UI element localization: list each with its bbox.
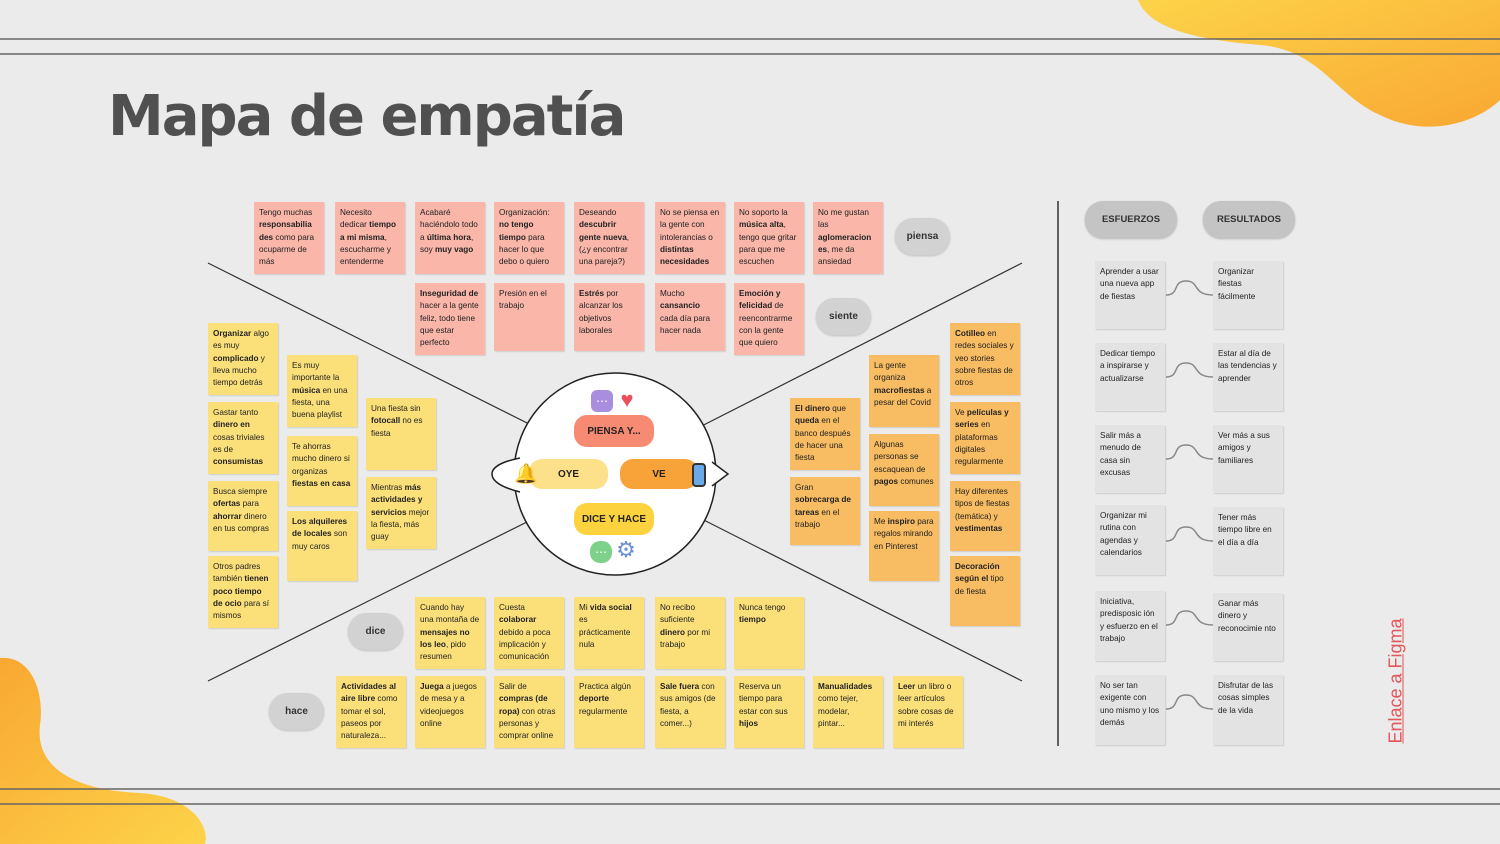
phone-icon (692, 463, 706, 487)
hace-notes-sticky-note: Sale fuera con sus amigos (de fiesta, a … (655, 676, 725, 748)
siente-notes-sticky-note: Presión en el trabajo (494, 283, 564, 351)
hace-notes-sticky-note: Leer un libro o leer artículos sobre cos… (893, 676, 963, 748)
hace-notes-sticky-note: Actividades al aire libre como tomar el … (336, 676, 406, 748)
hace-notes-sticky-note: Manualidades como tejer, modelar, pintar… (813, 676, 883, 748)
center-oye-label: OYE (529, 459, 608, 489)
heart-icon: ♥ (620, 387, 634, 412)
esfuerzos-sticky-note: Aprender a usar una nueva app de fiestas (1095, 261, 1165, 329)
chat-icon: ⋯ (590, 541, 612, 563)
piensa-notes-sticky-note: No me gustan las aglomeracion es, me da … (813, 202, 883, 274)
ve-col3-sticky-note: Ve películas y series en plataformas dig… (950, 402, 1020, 474)
piensa-notes-sticky-note: No soporto la música alta, tengo que gri… (734, 202, 804, 274)
esfuerzos-sticky-note: Dedicar tiempo a inspirarse y actualizar… (1095, 343, 1165, 411)
hace-pill: hace (269, 693, 324, 730)
siente-pill: siente (816, 298, 871, 335)
ve-col1-sticky-note: El dinero que queda en el banco después … (790, 398, 860, 470)
oye-col3-sticky-note: Una fiesta sin fotocall no es fiesta (366, 398, 436, 470)
gear-icon: ⚙ (616, 537, 636, 562)
resultados-sticky-note: Organizar fiestas fácilmente (1213, 261, 1283, 329)
ve-col1-sticky-note: Gran sobrecarga de tareas en el trabajo (790, 477, 860, 545)
resultados-sticky-note: Disfrutar de las cosas simples de la vid… (1213, 675, 1283, 745)
oye-col2-sticky-note: Los alquileres de locales son muy caros (287, 511, 357, 581)
siente-notes-sticky-note: Mucho cansancio cada día para hacer nada (655, 283, 725, 351)
ve-col2-sticky-note: La gente organiza macrofiestas a pesar d… (869, 355, 939, 427)
resultados-sticky-note: Estar al día de las tendencias y aprende… (1213, 343, 1283, 411)
oye-col1-sticky-note: Busca siempre ofertas para ahorrar diner… (208, 481, 278, 551)
resultados-header: RESULTADOS (1203, 201, 1295, 238)
oye-col1-sticky-note: Organizar algo es muy complicado y lleva… (208, 323, 278, 395)
hace-notes-sticky-note: Juega a juegos de mesa y a videojuegos o… (415, 676, 485, 748)
dice-notes-sticky-note: No recibo suficiente dinero por mi traba… (655, 597, 725, 669)
piensa-notes-sticky-note: No se piensa en la gente con intoleranci… (655, 202, 725, 274)
esfuerzos-sticky-note: No ser tan exigente con uno mismo y los … (1095, 675, 1165, 745)
ve-col3-sticky-note: Hay diferentes tipos de fiestas (temátic… (950, 481, 1020, 551)
ve-col2-sticky-note: Algunas personas se escaquean de pagos c… (869, 434, 939, 506)
piensa-notes-sticky-note: Tengo muchas responsabilia des como para… (254, 202, 324, 274)
resultados-sticky-note: Tener más tiempo libre en el día a día (1213, 507, 1283, 575)
oye-col2-sticky-note: Te ahorras mucho dinero si organizas fie… (287, 436, 357, 506)
bell-icon: 🔔 (514, 464, 538, 485)
oye-col1-sticky-note: Otros padres también tienen poco tiempo … (208, 556, 278, 628)
esfuerzos-sticky-note: Salir más a menudo de casa sin excusas (1095, 425, 1165, 493)
page-title: Mapa de empatía (108, 84, 626, 149)
bottom-left-blob (0, 657, 206, 844)
center-ve-label: VE (620, 459, 698, 489)
center-piensa-label: PIENSA Y... (574, 415, 654, 447)
piensa-pill: piensa (895, 218, 950, 255)
siente-notes-sticky-note: Estrés por alcanzar los objetivos labora… (574, 283, 644, 351)
dice-notes-sticky-note: Cuesta colaborar debido a poca implicaci… (494, 597, 564, 669)
esfuerzos-sticky-note: Organizar mi rutina con agendas y calend… (1095, 505, 1165, 575)
center-dice-label: DICE Y HACE (574, 503, 654, 535)
esfuerzos-header: ESFUERZOS (1085, 201, 1177, 238)
esfuerzos-sticky-note: Iniciativa, predisposic ión y esfuerzo e… (1095, 591, 1165, 661)
siente-notes-sticky-note: Emoción y felicidad de reencontrarme con… (734, 283, 804, 355)
hace-notes-sticky-note: Practica algún deporte regularmente (574, 676, 644, 748)
top-right-blob (1138, 0, 1500, 127)
oye-col2-sticky-note: Es muy importante la música en una fiest… (287, 355, 357, 427)
dice-pill: dice (348, 613, 403, 650)
ve-col3-sticky-note: Decoración según el tipo de fiesta (950, 556, 1020, 626)
figma-link[interactable]: Enlace a Figma (1385, 618, 1406, 744)
dice-notes-sticky-note: Nunca tengo tiempo (734, 597, 804, 669)
siente-notes-sticky-note: Inseguridad de hacer a la gente feliz, t… (415, 283, 485, 355)
dice-notes-sticky-note: Cuando hay una montaña de mensajes no lo… (415, 597, 485, 669)
ve-col3-sticky-note: Cotilleo en redes sociales y veo stories… (950, 323, 1020, 395)
ve-col2-sticky-note: Me inspiro para regalos mirando en Pinte… (869, 511, 939, 581)
piensa-notes-sticky-note: Necesito dedicar tiempo a mi misma, escu… (335, 202, 405, 274)
piensa-notes-sticky-note: Organización: no tengo tiempo para hacer… (494, 202, 564, 274)
piensa-notes-sticky-note: Acabaré haciéndolo todo a última hora, s… (415, 202, 485, 274)
dice-notes-sticky-note: Mi vida social es prácticamente nula (574, 597, 644, 669)
resultados-sticky-note: Ganar más dinero y reconocimie nto (1213, 593, 1283, 661)
chat-icon: ⋯ (591, 390, 613, 412)
hace-notes-sticky-note: Reserva un tiempo para estar con sus hij… (734, 676, 804, 748)
oye-col1-sticky-note: Gastar tanto dinero en cosas triviales e… (208, 402, 278, 474)
piensa-notes-sticky-note: Deseando descubrir gente nueva, (¿y enco… (574, 202, 644, 274)
resultados-sticky-note: Ver más a sus amigos y familiares (1213, 425, 1283, 493)
oye-col3-sticky-note: Mientras más actividades y servicios mej… (366, 477, 436, 549)
hace-notes-sticky-note: Salir de compras (de ropa) con otras per… (494, 676, 564, 748)
